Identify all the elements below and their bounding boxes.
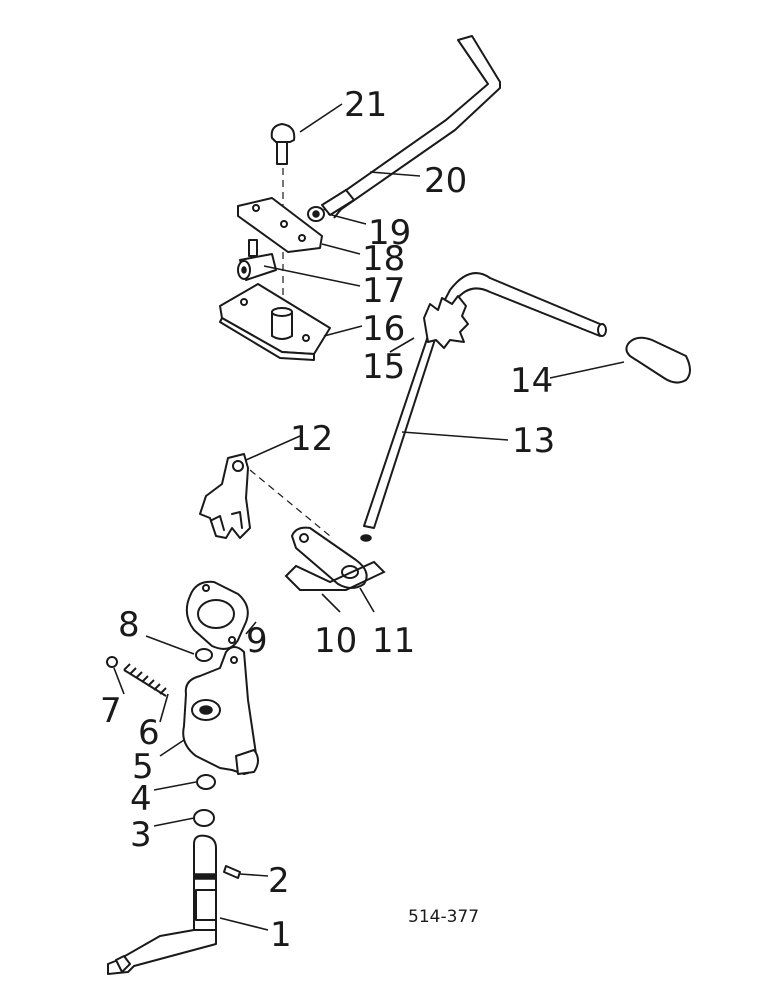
callout-10: 10 — [314, 621, 357, 661]
callout-11: 11 — [372, 621, 415, 661]
part-11-lever-arm — [291, 526, 372, 589]
callout-19: 19 — [368, 213, 411, 253]
part-6-spring — [123, 663, 167, 697]
callout-labels: 21 20 19 18 17 16 15 14 13 12 10 11 9 8 … — [100, 85, 555, 955]
callout-12: 12 — [290, 419, 333, 459]
callout-7: 7 — [100, 691, 122, 731]
callout-18: 18 — [362, 239, 405, 279]
callout-5: 5 — [132, 747, 154, 787]
leader-lines — [113, 103, 625, 931]
part-8-snap-ring — [195, 648, 213, 662]
drawing-number: 514-377 — [408, 907, 479, 927]
part-17-pivot — [237, 239, 277, 281]
part-20-shift-rod — [321, 35, 501, 219]
part-15-pinion — [423, 295, 469, 349]
callout-6: 6 — [138, 713, 160, 753]
part-16-base-plate — [219, 283, 331, 361]
callout-3: 3 — [130, 815, 152, 855]
callout-20: 20 — [424, 161, 467, 201]
part-3-clip — [193, 809, 215, 827]
part-21-bolt — [270, 123, 296, 165]
callout-13: 13 — [512, 421, 555, 461]
part-4-o-ring — [196, 774, 216, 790]
callout-16: 16 — [362, 309, 405, 349]
callout-4: 4 — [130, 779, 152, 819]
part-10-wire-spring — [284, 560, 386, 591]
callout-14: 14 — [510, 361, 553, 401]
callout-21: 21 — [344, 85, 387, 125]
part-14-knob — [625, 336, 691, 384]
part-1-shift-shaft — [107, 834, 217, 975]
callout-1: 1 — [270, 915, 292, 955]
callout-8: 8 — [118, 605, 140, 645]
part-9-gasket — [185, 580, 249, 650]
part-5-housing — [182, 646, 259, 775]
part-18-plate — [237, 197, 323, 253]
assembly-axis-12 — [249, 469, 331, 537]
callout-15: 15 — [362, 347, 405, 387]
callout-9: 9 — [246, 621, 268, 661]
callout-2: 2 — [268, 861, 290, 901]
part-19-washer — [307, 206, 325, 222]
part-2-pin — [223, 865, 241, 879]
part-12-fork — [199, 453, 251, 539]
part-7-ball — [106, 656, 118, 668]
callout-17: 17 — [362, 271, 405, 311]
